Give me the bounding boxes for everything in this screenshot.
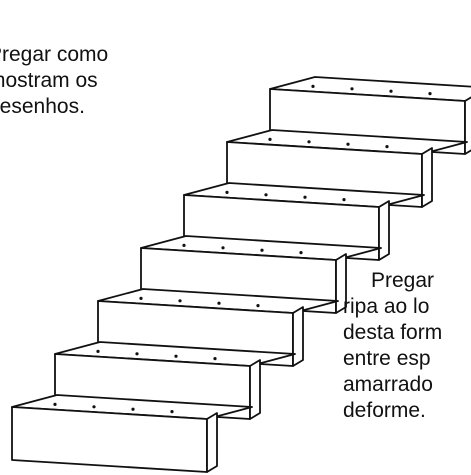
nail-dot	[268, 137, 272, 141]
caption-left: Pregar como mostram os desenhos.	[0, 42, 178, 120]
nail-dot	[182, 243, 186, 247]
caption-left-line: desenhos.	[0, 95, 85, 118]
caption-right-line: ripa ao lo	[343, 295, 430, 318]
nail-dot	[225, 190, 229, 194]
step-side	[421, 147, 433, 208]
nail-dot	[342, 198, 346, 202]
step-side	[206, 412, 218, 473]
nail-dot	[385, 145, 389, 149]
nail-dot	[428, 92, 432, 96]
nail-dot	[350, 87, 354, 91]
nail-dot	[96, 349, 100, 353]
nail-dot	[311, 84, 315, 88]
nail-dot	[131, 407, 135, 411]
step-side	[249, 359, 261, 420]
nail-dot	[53, 402, 57, 406]
nail-dot	[213, 357, 217, 361]
nail-dot	[178, 299, 182, 303]
nail-dot	[217, 301, 221, 305]
nail-dot	[92, 405, 96, 409]
nail-dot	[221, 246, 225, 250]
nail-dot	[389, 89, 393, 93]
nail-dot	[260, 248, 264, 252]
caption-right-line: entre esp	[343, 347, 431, 370]
step-riser	[11, 406, 208, 473]
caption-right-line: deforme.	[343, 399, 426, 422]
nail-dot	[256, 304, 260, 308]
nail-dot	[170, 410, 174, 414]
caption-left-line: mostram os	[0, 69, 98, 92]
nail-dot	[135, 352, 139, 356]
nail-dot	[264, 193, 268, 197]
nail-dot	[174, 354, 178, 358]
nail-dot	[346, 142, 350, 146]
caption-right-line: Pregar	[371, 269, 435, 292]
caption-right-line: desta form	[343, 321, 443, 344]
nail-dot	[307, 140, 311, 144]
caption-right: Pregar ripa ao lo desta form entre esp a…	[343, 268, 471, 424]
step-side	[292, 306, 304, 367]
step-side	[378, 200, 390, 261]
step-side	[335, 253, 347, 314]
nail-dot	[139, 296, 143, 300]
caption-right-line: amarrado	[343, 373, 433, 396]
nail-dot	[303, 195, 307, 199]
caption-left-line: Pregar como	[0, 43, 109, 66]
nail-dot	[299, 251, 303, 255]
step-side	[464, 96, 471, 155]
